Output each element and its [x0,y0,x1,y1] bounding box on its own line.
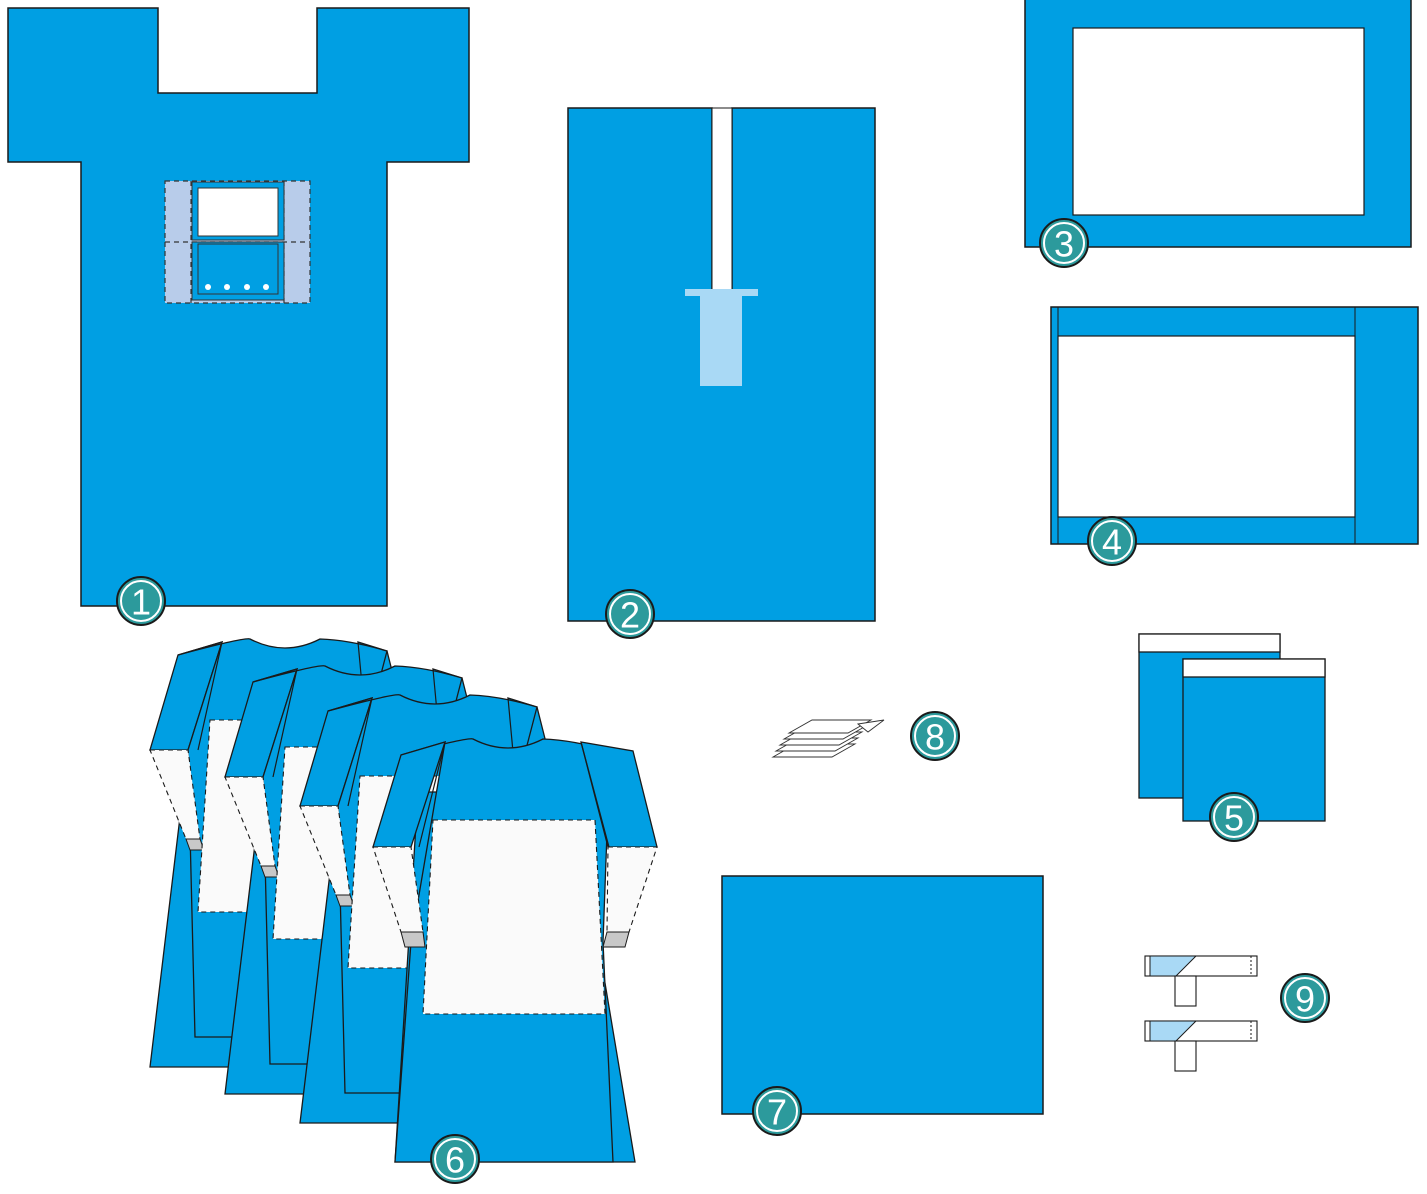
towel-back-band [1138,633,1281,653]
badge-9-label: 9 [1295,979,1315,1020]
tape-top [1144,955,1258,1007]
incise-dot [244,284,250,290]
tape-bottom [1144,1020,1258,1072]
gauze-sheet [787,719,873,734]
badge-1: 1 [116,576,166,626]
incise-window-top-clear [197,187,279,237]
badge-4: 4 [1087,516,1137,566]
badge-9: 9 [1280,973,1330,1023]
badge-3-label: 3 [1054,224,1074,265]
split-slot [711,107,733,291]
t-drape-body [7,7,470,607]
item-3-window-drape [1024,0,1412,248]
incise-window-bottom-inner [197,243,279,295]
badge-2-label: 2 [620,595,640,636]
item-6-gowns [149,638,658,1163]
badge-1-label: 1 [131,582,151,623]
item-7-flat-drape [721,875,1044,1115]
badge-6: 6 [430,1134,480,1184]
badge-2: 2 [605,589,655,639]
adhesive-strip-tab [700,296,742,386]
badge-3: 3 [1039,218,1089,268]
gown-front [372,738,658,1163]
towel-front-band [1182,658,1326,678]
badge-8-label: 8 [925,717,945,758]
badge-7-label: 7 [767,1092,787,1133]
window-drape-opening [1072,27,1365,216]
item-4-table-cover [1050,306,1419,545]
incise-dot [263,284,269,290]
item-2-split-drape [567,107,876,622]
adhesive-strip-bar [685,289,758,296]
item-5-towels [1138,633,1326,822]
badge-5-label: 5 [1224,798,1244,839]
item-9-tapes [1144,955,1258,1072]
badge-4-label: 4 [1102,522,1122,563]
badge-5: 5 [1209,792,1259,842]
badge-8: 8 [910,711,960,761]
table-cover-panel [1057,335,1356,518]
towel-front [1182,658,1326,822]
badge-6-label: 6 [445,1140,465,1181]
item-1-t-drape [7,7,470,607]
item-8-gauze-stack [771,719,885,758]
incise-dot [205,284,211,290]
gauze-corner-tab [856,719,885,733]
badge-7: 7 [752,1086,802,1136]
incise-dot [224,284,230,290]
flat-drape-sheet [721,875,1044,1115]
